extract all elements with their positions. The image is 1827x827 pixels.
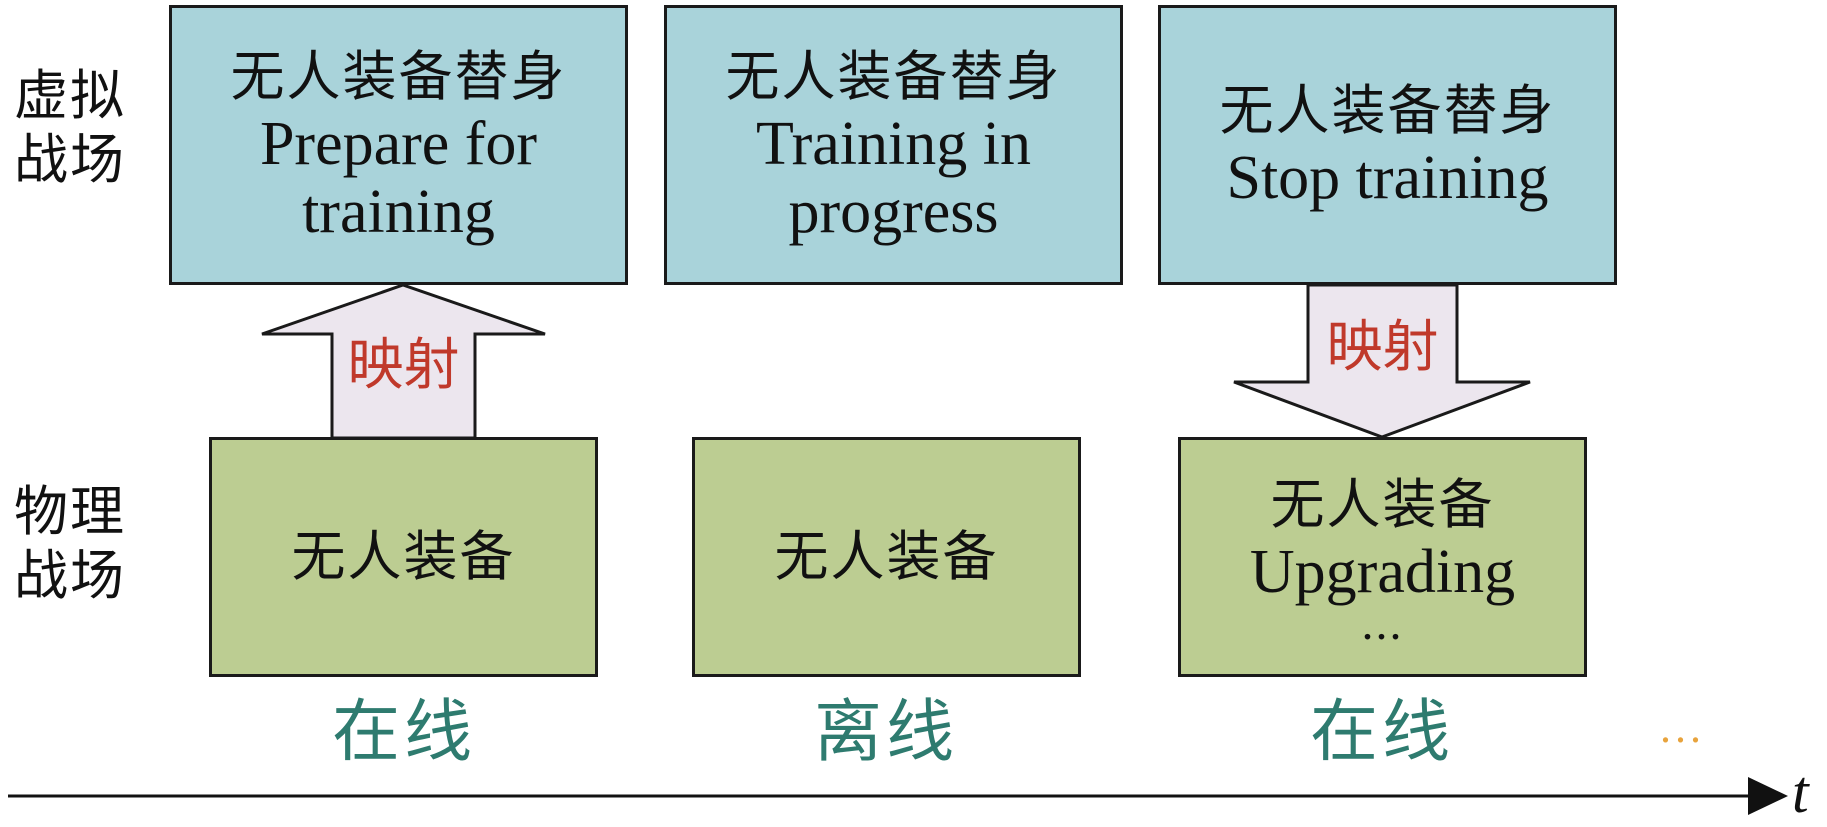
time-axis-arrowhead — [1748, 777, 1788, 815]
virtual-box-title: 无人装备替身 — [230, 45, 567, 108]
virtual-box-status-line-1: Training in — [755, 110, 1032, 178]
virtual-box-training: 无人装备替身 Training in progress — [664, 5, 1123, 285]
virtual-box-status-line-1: Prepare for — [259, 110, 538, 178]
virtual-box-status-line-2: training — [302, 178, 495, 246]
time-axis-label: t — [1792, 759, 1809, 825]
continuation-ellipsis: ... — [1660, 703, 1705, 752]
physical-label-line-2: 战场 — [14, 544, 126, 607]
physical-box-title: 无人装备 — [774, 525, 999, 588]
physical-label-line-1: 物理 — [14, 480, 126, 543]
status-online-1: 在线 — [331, 693, 476, 772]
virtual-box-stop: 无人装备替身 Stop training — [1158, 5, 1617, 285]
physical-battlefield-label: 物理 战场 — [14, 480, 126, 608]
physical-box-1: 无人装备 — [209, 437, 598, 677]
physical-box-ellipsis: ... — [1361, 597, 1404, 650]
physical-box-status: Upgrading — [1249, 538, 1516, 606]
mapping-label-down: 映射 — [1326, 315, 1439, 380]
mapping-arrow-up — [261, 283, 546, 440]
physical-box-2: 无人装备 — [692, 437, 1081, 677]
status-offline: 离线 — [813, 693, 958, 772]
mapping-arrow-down — [1233, 283, 1531, 439]
virtual-battlefield-label: 虚拟 战场 — [14, 64, 126, 192]
status-online-2: 在线 — [1309, 693, 1454, 772]
virtual-label-line-1: 虚拟 — [14, 64, 126, 127]
virtual-box-status-line-1: Stop training — [1226, 144, 1549, 212]
physical-box-3: 无人装备 Upgrading ... — [1178, 437, 1587, 677]
virtual-box-title: 无人装备替身 — [1219, 79, 1556, 142]
virtual-box-status-line-2: progress — [788, 178, 999, 246]
virtual-box-title: 无人装备替身 — [725, 45, 1062, 108]
mapping-label-up: 映射 — [347, 333, 460, 398]
physical-box-title: 无人装备 — [291, 525, 516, 588]
virtual-box-prepare: 无人装备替身 Prepare for training — [169, 5, 628, 285]
virtual-label-line-2: 战场 — [14, 128, 126, 191]
physical-box-title: 无人装备 — [1270, 473, 1495, 536]
